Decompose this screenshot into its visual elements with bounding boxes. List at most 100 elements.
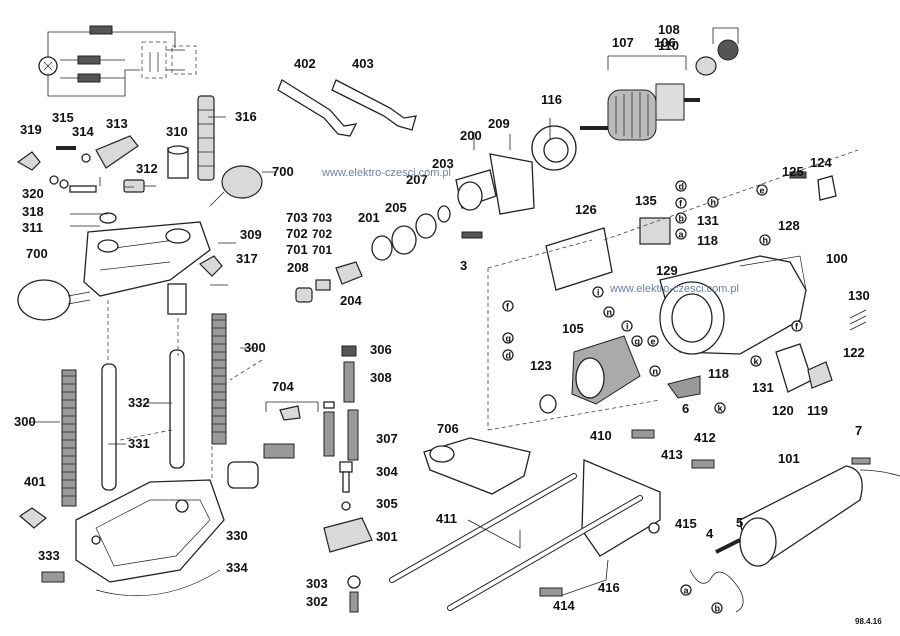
label-401: 401 <box>24 474 46 489</box>
label-410: 410 <box>590 428 612 443</box>
label-101: 101 <box>778 451 800 466</box>
label-416: 416 <box>598 580 620 595</box>
svg-text:i: i <box>597 288 600 298</box>
label-207: 207 <box>406 172 428 187</box>
depth-stop-parts <box>227 345 373 613</box>
label-313: 313 <box>106 116 128 131</box>
label-302: 302 <box>306 594 328 609</box>
svg-text:d: d <box>679 182 685 192</box>
label-122: 122 <box>843 345 865 360</box>
label-200: 200 <box>460 128 482 143</box>
label-5: 5 <box>736 515 743 530</box>
label-118-bot: 118 <box>708 366 729 381</box>
date-code: 98.4.16 <box>855 617 882 626</box>
part-labels: 107 106 108 110 116 200 209 207 203 205 … <box>14 22 870 613</box>
spring-right <box>211 313 227 445</box>
label-120: 120 <box>772 403 794 418</box>
label-130: 130 <box>848 288 870 303</box>
svg-text:f: f <box>679 199 683 209</box>
label-334: 334 <box>226 560 248 575</box>
label-100: 100 <box>826 251 848 266</box>
label-311: 311 <box>22 220 43 235</box>
label-701-size: 701 <box>312 243 332 257</box>
label-118-top: 118 <box>697 233 718 248</box>
motor-housing <box>487 149 867 431</box>
label-123: 123 <box>530 358 552 373</box>
svg-text:h: h <box>711 198 717 208</box>
label-331: 331 <box>128 436 150 451</box>
svg-text:n: n <box>607 308 613 318</box>
watermark-top: www.elektro-czesci.com.pl <box>321 167 451 179</box>
label-119: 119 <box>807 403 828 418</box>
svg-text:e: e <box>651 337 656 347</box>
label-304: 304 <box>376 464 398 479</box>
cable-guard <box>689 457 900 613</box>
label-315: 315 <box>52 110 74 125</box>
label-300-right: 300 <box>244 340 266 355</box>
label-332: 332 <box>128 395 150 410</box>
armature <box>580 39 739 141</box>
svg-text:n: n <box>653 367 659 377</box>
label-124: 124 <box>810 155 832 170</box>
label-403: 403 <box>352 56 374 71</box>
label-309: 309 <box>240 227 262 242</box>
label-106: 106 <box>654 35 676 50</box>
label-116: 116 <box>541 92 562 107</box>
label-700-left: 700 <box>26 246 48 261</box>
label-307: 307 <box>376 431 398 446</box>
label-704: 704 <box>272 379 294 394</box>
svg-text:a: a <box>679 230 685 240</box>
svg-text:e: e <box>760 186 765 196</box>
label-125: 125 <box>782 164 804 179</box>
label-131-bot: 131 <box>752 380 774 395</box>
label-319: 319 <box>20 122 42 137</box>
label-306: 306 <box>370 342 392 357</box>
svg-text:k: k <box>718 404 724 414</box>
label-108: 108 <box>658 22 680 37</box>
label-209: 209 <box>488 116 510 131</box>
svg-text:b: b <box>679 214 685 224</box>
label-333: 333 <box>38 548 60 563</box>
label-314: 314 <box>72 124 94 139</box>
label-412: 412 <box>694 430 716 445</box>
svg-text:i: i <box>626 322 629 332</box>
label-414: 414 <box>553 598 575 613</box>
label-703-size: 703 <box>312 211 332 225</box>
label-204: 204 <box>340 293 362 308</box>
label-4: 4 <box>706 526 714 541</box>
label-312: 312 <box>136 161 158 176</box>
label-110: 110 <box>658 38 679 53</box>
label-330: 330 <box>226 528 248 543</box>
svg-text:k: k <box>754 357 760 367</box>
label-702: 702 <box>286 226 308 241</box>
label-415: 415 <box>675 516 697 531</box>
label-203: 203 <box>432 156 454 171</box>
label-208: 208 <box>287 260 309 275</box>
label-201: 201 <box>358 210 380 225</box>
label-413: 413 <box>661 447 683 462</box>
router-base-assembly <box>16 95 263 597</box>
svg-text:d: d <box>506 351 512 361</box>
label-702-size: 702 <box>312 227 332 241</box>
spring-left <box>61 369 77 507</box>
label-706: 706 <box>437 421 459 436</box>
svg-text:b: b <box>715 604 721 614</box>
label-7: 7 <box>855 423 862 438</box>
svg-text:g: g <box>506 334 512 344</box>
label-3: 3 <box>460 258 467 273</box>
label-703: 703 <box>286 210 308 225</box>
label-316: 316 <box>235 109 257 124</box>
label-131-top: 131 <box>697 213 719 228</box>
svg-text:h: h <box>763 236 769 246</box>
collet-parts <box>295 125 577 303</box>
label-129: 129 <box>656 263 678 278</box>
label-700-top: 700 <box>272 164 294 179</box>
label-205: 205 <box>385 200 407 215</box>
label-317: 317 <box>236 251 258 266</box>
label-128: 128 <box>778 218 800 233</box>
label-308: 308 <box>370 370 392 385</box>
label-107: 107 <box>612 35 634 50</box>
spanners <box>277 79 417 137</box>
label-320: 320 <box>22 186 44 201</box>
label-411: 411 <box>436 511 457 526</box>
